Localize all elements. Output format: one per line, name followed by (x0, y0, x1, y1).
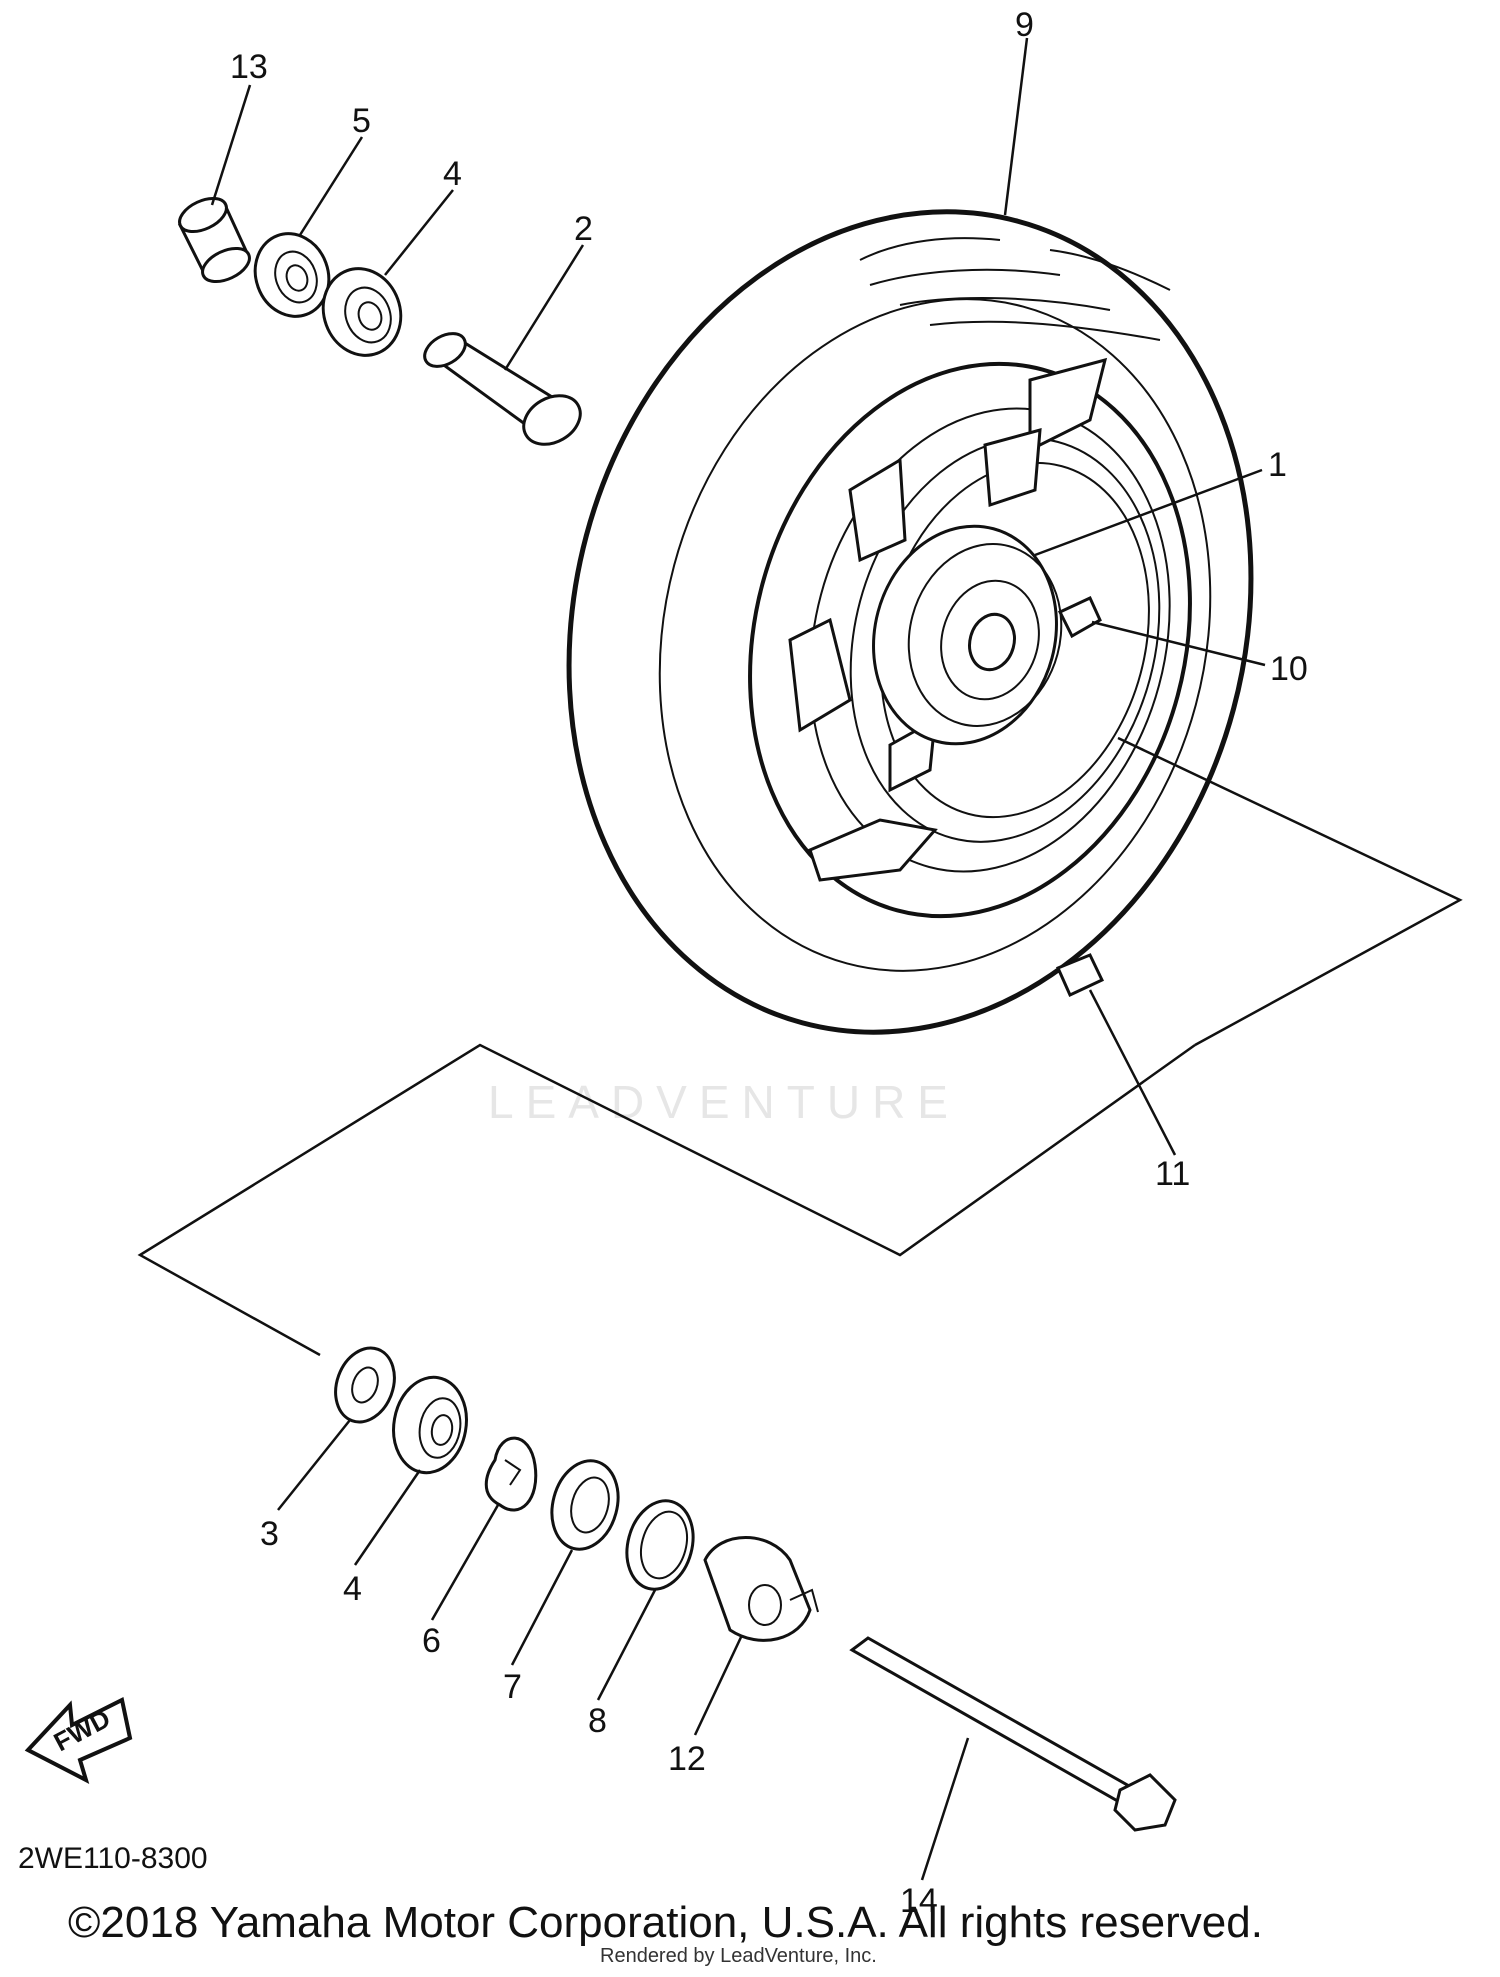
spoke-window-upper-right (983, 427, 1042, 508)
callout-13: 13 (230, 48, 268, 86)
leader-2 (503, 244, 585, 371)
callout-9: 9 (1015, 6, 1034, 44)
callout-10: 10 (1270, 650, 1308, 688)
bracket-line-upper (1117, 736, 1463, 1047)
leader-5 (298, 136, 364, 236)
seal-8 (625, 1499, 695, 1591)
leader-12 (693, 1634, 744, 1736)
leader-4-top (384, 189, 454, 276)
balance-weight (1056, 953, 1105, 998)
oil-seal-3 (334, 1346, 396, 1424)
callout-7: 7 (503, 1668, 522, 1706)
tread-pattern (859, 237, 1171, 341)
spoke-window-bottom (808, 818, 938, 882)
leader-1 (1034, 468, 1263, 557)
callout-14: 14 (900, 1882, 938, 1920)
hub-flange (907, 543, 1063, 727)
tire-valve (1057, 596, 1102, 639)
meter-gear-unit-12 (703, 1536, 819, 1642)
spoke-window-top (1028, 357, 1108, 453)
rim-outer (748, 361, 1192, 919)
gear-7 (550, 1459, 620, 1551)
clutch-6 (484, 1436, 538, 1512)
leader-11 (1088, 989, 1177, 1156)
tire-inner-edge (658, 298, 1212, 972)
callout-12: 12 (668, 1740, 706, 1778)
callout-2: 2 (574, 210, 593, 248)
leader-6 (430, 1504, 500, 1621)
leader-13 (210, 84, 252, 206)
spacer-2 (423, 332, 582, 446)
axle-14 (849, 1636, 1177, 1832)
collar-13 (177, 196, 251, 284)
callout-11: 11 (1155, 1155, 1190, 1193)
bearing-4-top (321, 267, 403, 357)
spoke-window-left (788, 617, 852, 733)
callout-1: 1 (1268, 446, 1287, 484)
callout-6: 6 (422, 1622, 441, 1660)
fwd-arrow: FWD (24, 1697, 133, 1784)
rendered-by-notice: Rendered by LeadVenture, Inc. (600, 1945, 877, 1967)
wheel-assembly (566, 209, 1254, 1035)
callout-4-bottom: 4 (343, 1570, 362, 1608)
leader-14 (920, 1737, 970, 1881)
hub-bearing-seat (940, 579, 1040, 701)
leader-8 (596, 1589, 657, 1701)
leader-10 (1091, 620, 1266, 667)
leader-7 (510, 1549, 574, 1666)
bearing-5 (253, 232, 331, 318)
bracket-line-lower (137, 1043, 1196, 1357)
callout-4-top: 4 (443, 155, 462, 193)
rim-groove-1 (849, 437, 1161, 843)
leader-9 (1003, 37, 1029, 216)
copyright-notice: ©2018 Yamaha Motor Corporation, U.S.A. A… (68, 1898, 1263, 1947)
callout-5: 5 (352, 102, 371, 140)
watermark-text: LEADVENTURE (488, 1076, 960, 1128)
callout-3: 3 (260, 1515, 279, 1553)
spoke-window-upper-left (848, 457, 907, 563)
leader-4-bottom (353, 1469, 422, 1566)
hub-center (968, 612, 1016, 672)
bearing-4-bottom (392, 1375, 468, 1475)
diagram-code: 2WE110-8300 (18, 1842, 208, 1875)
leader-3 (277, 1419, 351, 1511)
callout-8: 8 (588, 1702, 607, 1740)
